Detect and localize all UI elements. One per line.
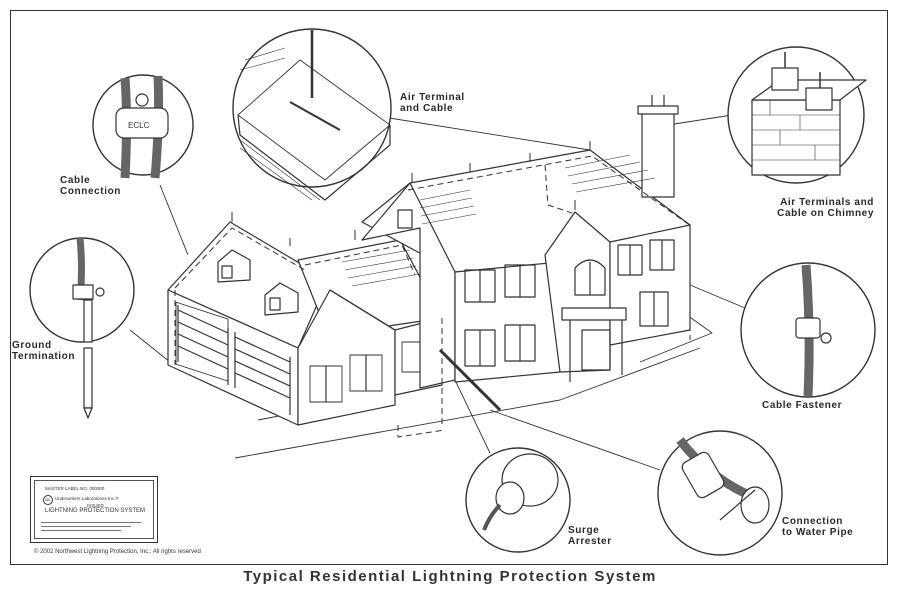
callout-air-terminal <box>232 28 392 201</box>
ul-mark-icon: UL <box>43 495 53 505</box>
label-air-terminals-chimney: Air Terminals and Cable on Chimney <box>777 197 874 219</box>
callout-chimney <box>727 46 867 184</box>
clamp-text: ECLC <box>128 121 150 130</box>
copyright-notice: © 2002 Northwest Lightning Protection, I… <box>34 549 201 555</box>
label-surge-arrester: Surge Arrester <box>568 525 612 547</box>
diagram-frame <box>10 10 888 565</box>
ul-master-label-plate: MASTER LABEL NO. 000000 UL Underwriters … <box>30 476 158 543</box>
plate-issued: ISSUED <box>87 503 104 508</box>
leader-lines <box>129 114 746 471</box>
label-connection-water-pipe: Connection to Water Pipe <box>782 516 854 538</box>
label-cable-connection: Cable Connection <box>60 175 121 197</box>
air-terminals <box>231 141 591 246</box>
plate-system: LIGHTNING PROTECTION SYSTEM <box>45 508 146 514</box>
label-cable-fastener: Cable Fastener <box>762 400 843 411</box>
plate-lab: Underwriters Laboratories Inc.® <box>55 496 119 501</box>
callout-ground <box>29 237 135 419</box>
main-house <box>361 95 691 389</box>
plate-label-no: MASTER LABEL NO. 000000 <box>45 486 105 491</box>
callout-surge <box>465 447 571 553</box>
house <box>167 95 691 438</box>
plate-inner-border <box>34 480 154 539</box>
label-air-terminal-cable: Air Terminal and Cable <box>400 92 465 114</box>
protection-cable <box>174 155 691 438</box>
diagram-title: Typical Residential Lightning Protection… <box>243 568 657 585</box>
callout-fastener <box>740 262 876 398</box>
water-pipe <box>438 348 502 412</box>
callout-cable-connection: ECLC <box>92 74 194 179</box>
label-ground-termination: Ground Termination <box>12 340 76 362</box>
callout-water-pipe <box>657 430 783 556</box>
plate-fine-print <box>41 519 141 534</box>
